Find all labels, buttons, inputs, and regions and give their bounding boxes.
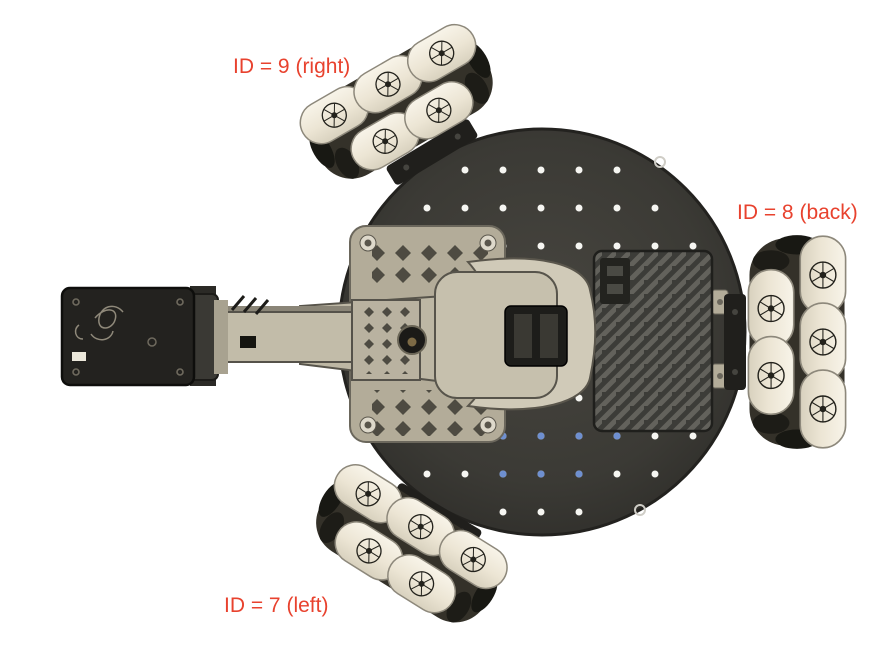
label-id-9: ID = 9 (right) — [233, 55, 350, 78]
robot-arm — [60, 257, 597, 411]
joint-hub — [407, 337, 417, 347]
forearm-connector — [240, 336, 256, 348]
omni-wheel-8-back — [748, 235, 845, 449]
label-id-8: ID = 8 (back) — [737, 201, 858, 224]
gripper-head — [60, 286, 196, 387]
wheel-labels: ID = 9 (right) ID = 8 (back) ID = 7 (lef… — [224, 55, 858, 617]
mount-plate-screws — [359, 234, 497, 434]
gripper-corner-holes — [72, 298, 184, 376]
forearm-link — [204, 311, 361, 363]
arm-vent-slits — [230, 295, 270, 315]
connector-block — [600, 258, 630, 304]
electronics-box — [592, 249, 714, 433]
bracket-wheel-8 — [724, 294, 746, 390]
gripper-marker — [72, 352, 86, 361]
label-id-7: ID = 7 (left) — [224, 594, 328, 617]
gripper-logo-scribble — [74, 305, 124, 341]
